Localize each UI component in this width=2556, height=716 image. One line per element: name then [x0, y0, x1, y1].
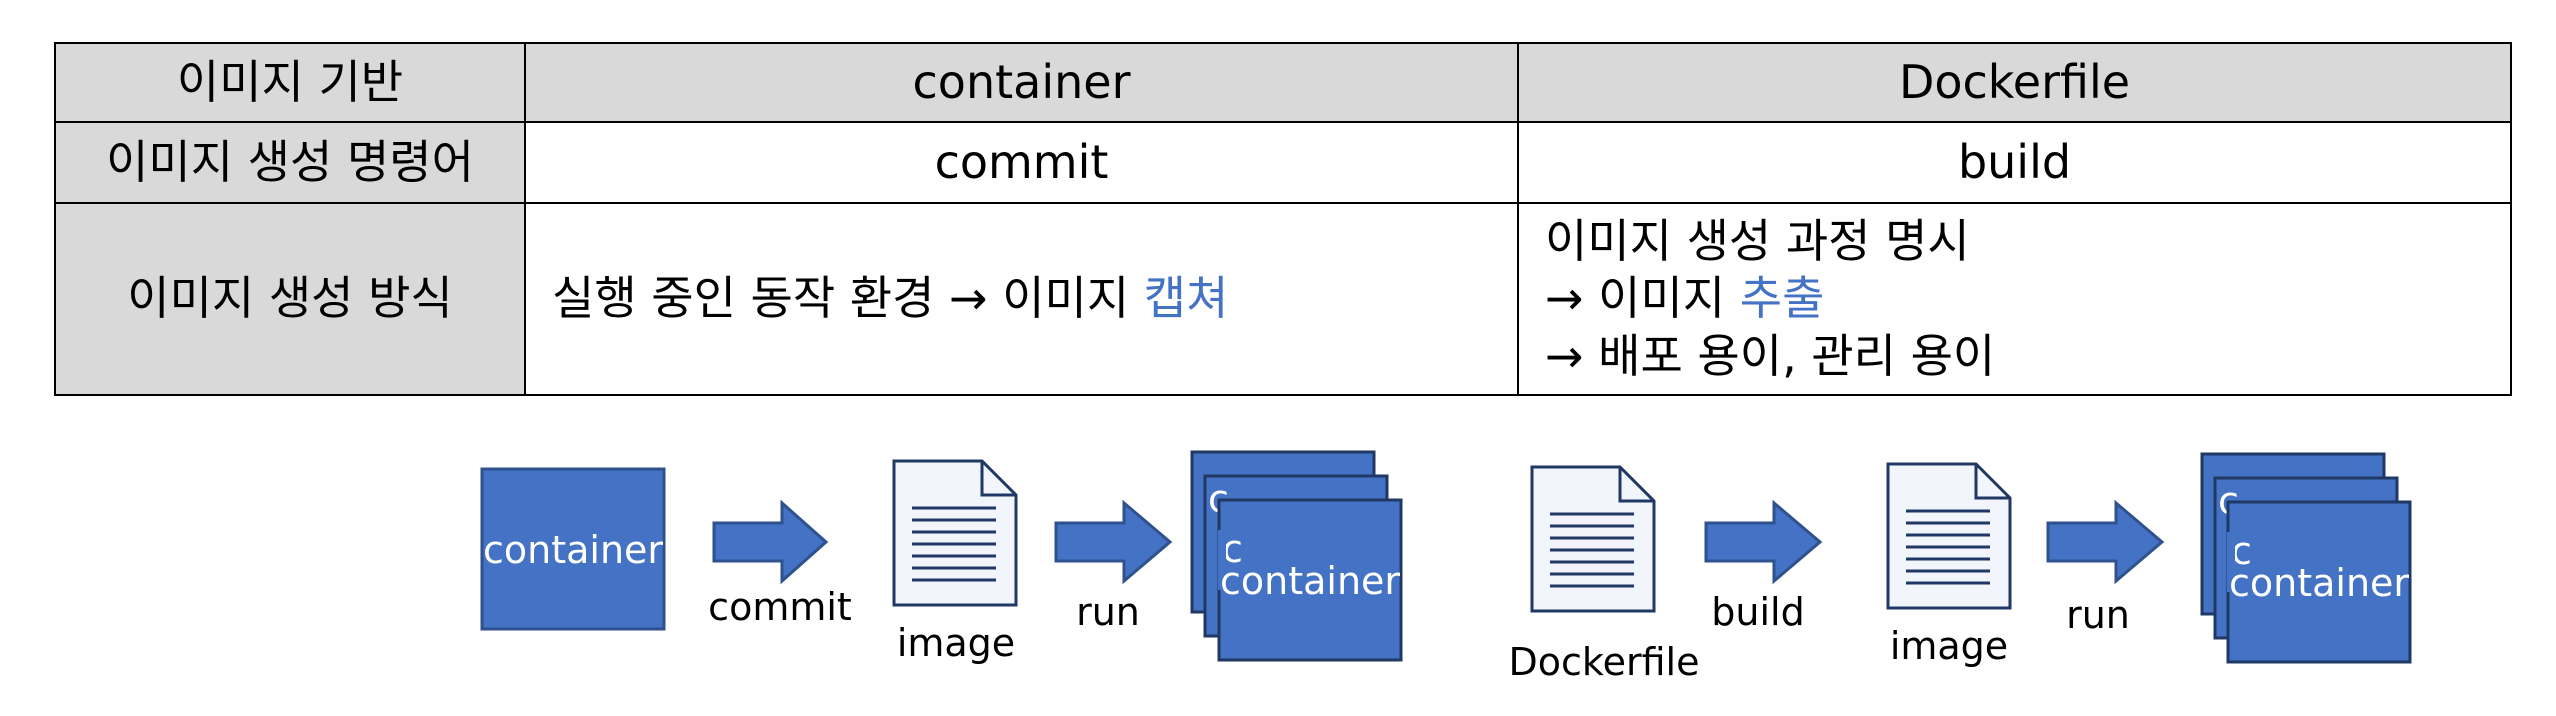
image-document-icon-right [1886, 462, 2012, 610]
stack-middle-letter: c [1222, 527, 1243, 571]
method-label-cell: 이미지 생성 방식 [54, 202, 526, 396]
container-stack-right: c c container [2200, 452, 2412, 664]
build-label: build [1711, 590, 1804, 634]
image-caption-right: image [1890, 624, 2008, 668]
image-caption-left: image [897, 621, 1015, 665]
method-dockerfile-cell: 이미지 생성 과정 명시 → 이미지 추출 → 배포 용이, 관리 용이 [1517, 202, 2512, 396]
run-arrow-icon-right [2046, 499, 2165, 585]
method-dockerfile-line2-text: → 이미지 [1545, 271, 1740, 326]
dockerfile-caption: Dockerfile [1509, 640, 1700, 684]
build-arrow-icon [1704, 499, 1823, 585]
table-row-method: 이미지 생성 방식 실행 중인 동작 환경 → 이미지 캡쳐 이미지 생성 과정… [54, 202, 2512, 396]
method-container-text: 실행 중인 동작 환경 → 이미지 [552, 271, 1144, 326]
left-flow: container commit image run c c [480, 450, 1403, 665]
method-dockerfile-highlight: 추출 [1739, 271, 1825, 326]
run-label-right: run [2066, 593, 2130, 637]
method-dockerfile-line3: → 배포 용이, 관리 용이 [1545, 328, 1996, 383]
commit-label: commit [708, 585, 852, 629]
table-row-command: 이미지 생성 명령어 commit build [54, 121, 2512, 204]
dockerfile-document-icon [1530, 465, 1656, 613]
stack-middle-letter-right: c [2231, 529, 2252, 573]
stack-front-box [1217, 498, 1403, 662]
header-dockerfile-cell: Dockerfile [1517, 42, 2512, 123]
command-label-cell: 이미지 생성 명령어 [54, 121, 526, 204]
header-label-cell: 이미지 기반 [54, 42, 526, 123]
stack-front-label: container [1220, 559, 1400, 603]
method-dockerfile-line2: → 이미지 추출 [1545, 270, 2510, 328]
method-dockerfile-line1: 이미지 생성 과정 명시 [1545, 213, 1970, 268]
image-document-icon [892, 459, 1018, 607]
container-stack-left: c c container [1190, 450, 1403, 662]
command-build-cell: build [1517, 121, 2512, 204]
source-container-label: container [483, 528, 663, 572]
run-label-left: run [1076, 590, 1140, 634]
commit-arrow-icon [712, 499, 829, 585]
command-commit-cell: commit [524, 121, 1519, 204]
right-flow: Dockerfile build image run c c [1509, 452, 2412, 684]
method-container-highlight: 캡쳐 [1143, 271, 1229, 326]
run-arrow-icon-left [1054, 499, 1173, 585]
method-container-cell: 실행 중인 동작 환경 → 이미지 캡쳐 [524, 202, 1519, 396]
header-container-cell: container [524, 42, 1519, 123]
stack-front-label-right: container [2229, 561, 2409, 605]
comparison-table: 이미지 기반 container Dockerfile 이미지 생성 명령어 c… [54, 42, 2512, 396]
table-header-row: 이미지 기반 container Dockerfile [54, 42, 2512, 123]
source-container-box [480, 467, 666, 631]
